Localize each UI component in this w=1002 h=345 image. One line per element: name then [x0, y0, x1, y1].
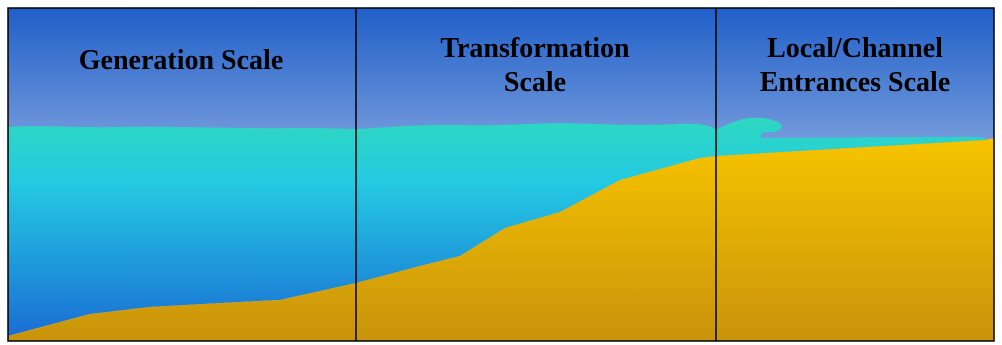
generation-scale-title: Generation Scale [8, 44, 354, 78]
local-channel-entrances-scale-title: Local/Channel Entrances Scale [716, 32, 994, 100]
water-body [8, 117, 985, 336]
transformation-scale-title-line-1: Transformation [440, 33, 630, 64]
seabed [8, 138, 994, 341]
local-channel-entrances-scale-title-line-2: Entrances Scale [759, 67, 951, 98]
frame-border [7, 7, 995, 342]
local-channel-entrances-scale-title-line-1: Local/Channel [767, 33, 943, 64]
transformation-scale-title-line-2: Scale [503, 67, 567, 98]
transformation-scale-title: Transformation Scale [356, 32, 714, 100]
generation-scale-title-line-1: Generation Scale [78, 45, 284, 76]
